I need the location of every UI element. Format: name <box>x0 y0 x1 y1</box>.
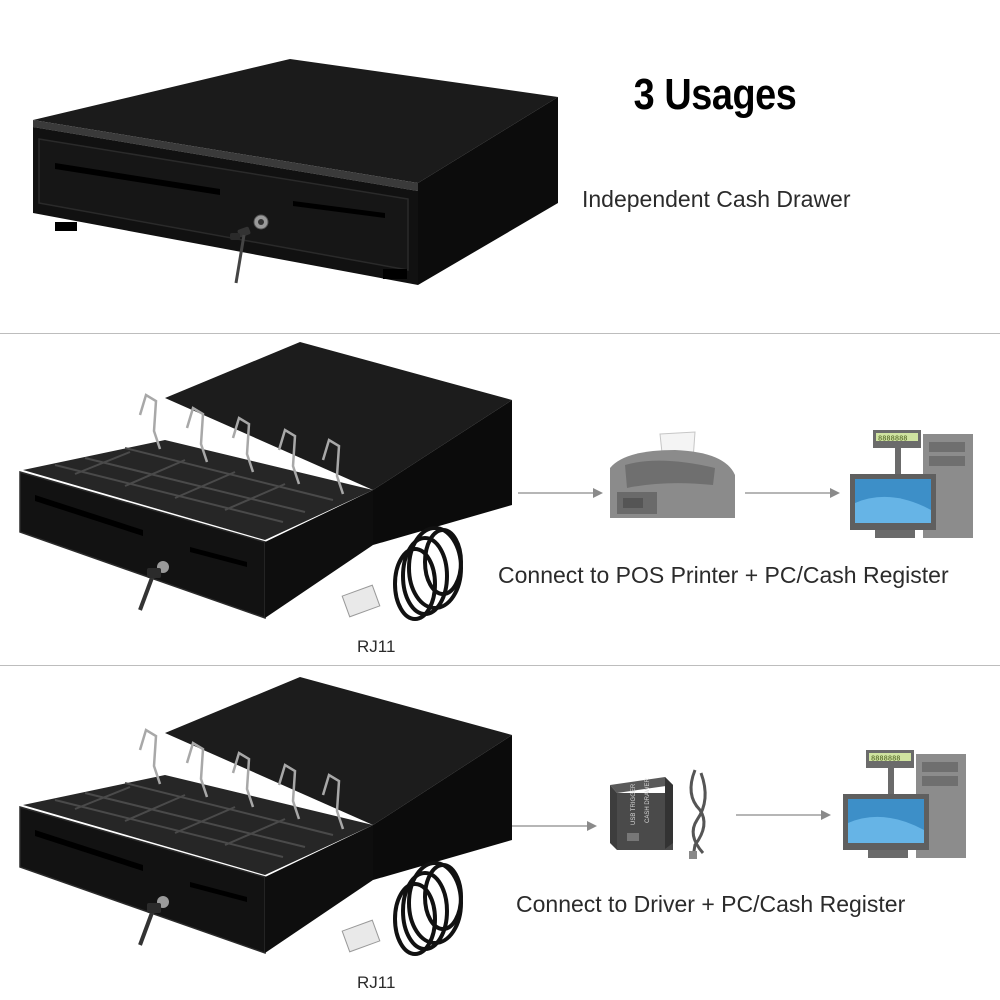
section-divider <box>0 333 1000 334</box>
rj11-label: RJ11 <box>357 973 396 992</box>
usages-heading: 3 Usages <box>633 70 797 119</box>
pole-display-readout: 8888888 <box>878 435 908 443</box>
pos-terminal-image: 8888888 <box>850 430 973 538</box>
open-cash-drawer-image <box>19 677 512 956</box>
cash-drawer-label: CASH DRAWER <box>645 778 651 823</box>
arrow-right-icon <box>736 810 831 820</box>
arrow-right-icon <box>745 488 840 498</box>
usage-1-caption: Independent Cash Drawer <box>582 186 851 212</box>
arrow-right-icon <box>512 821 597 831</box>
usb-trigger-driver-image: USB TRIGGER CASH DRAWER <box>610 769 707 859</box>
pole-display-readout: 8888888 <box>871 755 901 763</box>
section-divider <box>0 665 1000 666</box>
usage-2-caption: Connect to POS Printer + PC/Cash Registe… <box>498 562 949 588</box>
usb-trigger-label: USB TRIGGER <box>631 783 637 825</box>
pos-terminal-image: 8888888 <box>843 750 966 858</box>
rj11-label: RJ11 <box>357 637 396 656</box>
usage-3-caption: Connect to Driver + PC/Cash Register <box>516 891 906 917</box>
arrow-right-icon <box>518 488 603 498</box>
pos-printer-image <box>610 431 735 518</box>
closed-cash-drawer-image <box>33 59 558 285</box>
open-cash-drawer-image <box>19 342 512 621</box>
